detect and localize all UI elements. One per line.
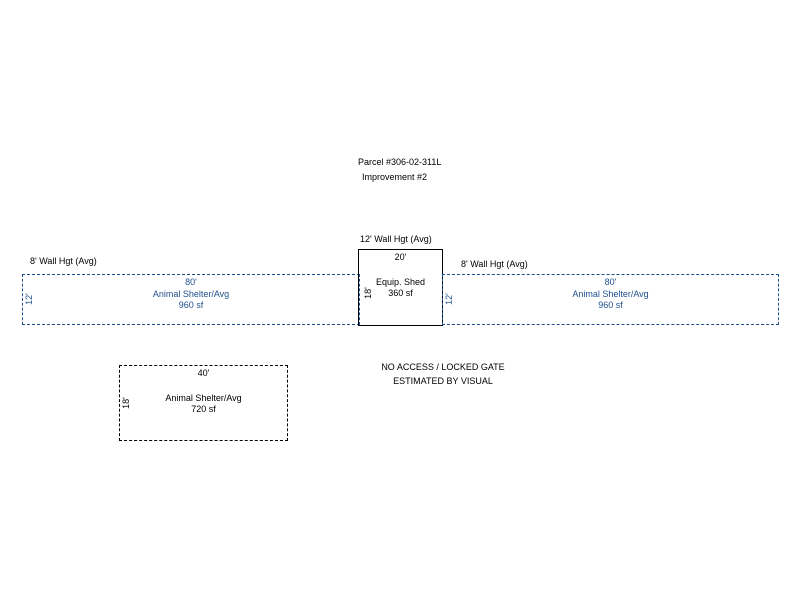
shed-depth: 18' [363, 287, 373, 299]
right-shelter-width: 80' [604, 277, 617, 287]
shed-wall-height: 12' Wall Hgt (Avg) [360, 234, 432, 244]
parcel-label: Parcel #306-02-311L [358, 157, 442, 167]
lower-shelter-width: 40' [197, 368, 210, 378]
improvement-label: Improvement #2 [362, 172, 428, 182]
right-shelter-wall-height: 8' Wall Hgt (Avg) [461, 259, 528, 269]
left-shelter-wall-height: 8' Wall Hgt (Avg) [30, 256, 97, 266]
right-shelter-depth: 12' [444, 293, 454, 305]
shed-width: 20' [394, 252, 407, 262]
right-shelter-name: Animal Shelter/Avg [572, 289, 649, 299]
right-animal-shelter: 80' Animal Shelter/Avg 960 sf 12' [442, 274, 779, 325]
lower-shelter-depth: 18' [121, 397, 131, 409]
lower-animal-shelter: 40' Animal Shelter/Avg 720 sf 18' [119, 365, 288, 441]
equipment-shed: 20' Equip. Shed 360 sf 18' [358, 249, 443, 326]
left-shelter-depth: 12' [24, 293, 34, 305]
note-estimated: ESTIMATED BY VISUAL [393, 376, 493, 386]
shed-name: Equip. Shed [375, 277, 426, 287]
left-animal-shelter: 80' Animal Shelter/Avg 960 sf 12' [22, 274, 360, 325]
lower-shelter-area: 720 sf [191, 404, 216, 414]
left-shelter-width: 80' [185, 277, 197, 287]
lower-shelter-name: Animal Shelter/Avg [165, 393, 242, 403]
left-shelter-area: 960 sf [178, 300, 204, 310]
left-shelter-name: Animal Shelter/Avg [152, 289, 230, 299]
right-shelter-area: 960 sf [598, 300, 623, 310]
note-no-access: NO ACCESS / LOCKED GATE [381, 362, 505, 372]
shed-area: 360 sf [388, 288, 413, 298]
